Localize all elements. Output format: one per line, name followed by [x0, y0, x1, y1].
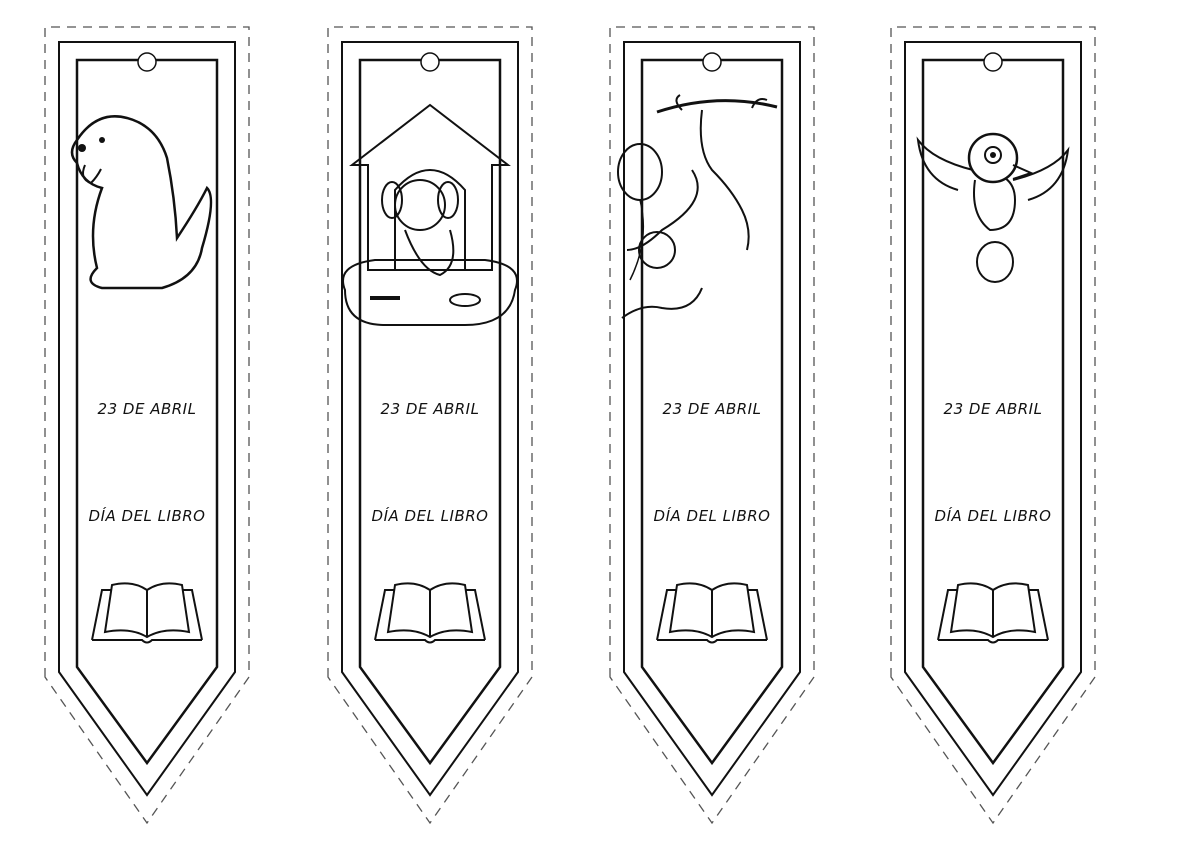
date-label: 23 DE ABRIL	[380, 400, 480, 418]
outer-border	[623, 41, 801, 797]
date-label: 23 DE ABRIL	[662, 400, 762, 418]
punch-hole-icon	[702, 52, 722, 72]
monkey-with-balloon-icon	[617, 94, 778, 319]
date-label: 23 DE ABRIL	[943, 400, 1043, 418]
outer-border	[341, 41, 519, 797]
bookmark	[44, 26, 250, 825]
title-label: DÍA DEL LIBRO	[88, 507, 206, 525]
title-label: DÍA DEL LIBRO	[653, 507, 771, 525]
open-book-icon	[656, 582, 768, 644]
punch-hole-icon	[137, 52, 157, 72]
date-label: 23 DE ABRIL	[97, 400, 197, 418]
bird-flying-icon	[916, 132, 1070, 283]
title-label: DÍA DEL LIBRO	[371, 507, 489, 525]
puppy-in-doghouse-icon	[342, 103, 518, 326]
dog-sitting-icon	[70, 115, 213, 290]
punch-hole-icon	[983, 52, 1003, 72]
bookmark	[327, 26, 533, 825]
bookmark	[890, 26, 1096, 825]
open-book-icon	[91, 582, 203, 644]
outer-border	[58, 41, 236, 797]
open-book-icon	[937, 582, 1049, 644]
punch-hole-icon	[420, 52, 440, 72]
open-book-icon	[374, 582, 486, 644]
outer-border	[904, 41, 1082, 797]
bookmark	[609, 26, 815, 825]
title-label: DÍA DEL LIBRO	[934, 507, 1052, 525]
